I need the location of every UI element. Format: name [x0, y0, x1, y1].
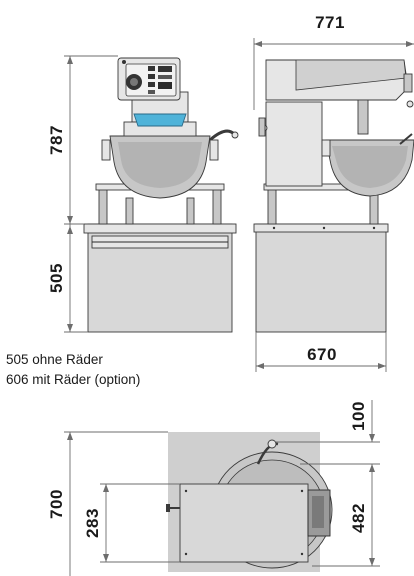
front-bowl-handle — [209, 129, 236, 142]
front-leg-right — [212, 185, 222, 225]
front-leg-inner-left — [125, 197, 134, 225]
dim-771: 771 — [315, 13, 345, 32]
side-leg-left — [267, 187, 277, 225]
front-bowl-guard — [133, 113, 187, 127]
top-stand — [179, 483, 309, 563]
side-column — [265, 101, 323, 187]
dim-700: 700 — [47, 489, 66, 519]
dim-283: 283 — [83, 508, 102, 538]
side-stand-cabinet — [255, 223, 387, 333]
dim-787: 787 — [47, 125, 66, 155]
dim-505: 505 — [47, 263, 66, 293]
side-view — [253, 59, 414, 333]
top-view — [166, 432, 333, 572]
front-leg-left — [98, 185, 108, 225]
dim-670: 670 — [307, 345, 337, 364]
front-view — [83, 57, 239, 333]
dim-100: 100 — [349, 401, 368, 431]
front-leg-inner-right — [186, 197, 195, 225]
front-stand-top — [83, 223, 237, 234]
dim-482: 482 — [349, 503, 368, 533]
dimension-lines — [64, 38, 414, 576]
note-without-wheels: 505 ohne Räder — [6, 352, 103, 367]
note-with-wheels: 606 mit Räder (option) — [6, 372, 140, 387]
